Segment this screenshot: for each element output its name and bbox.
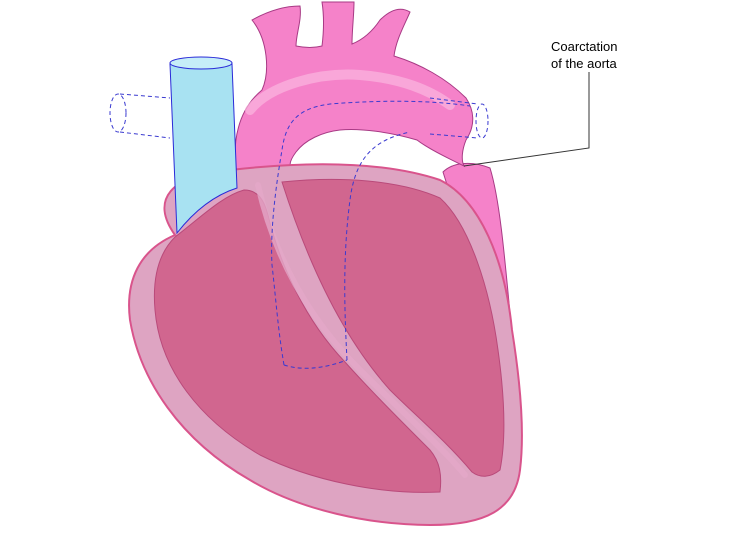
aortic-arch	[234, 1, 474, 176]
coarctation-label-line1: Coarctation	[551, 39, 618, 54]
vena-cava-opening	[169, 56, 233, 70]
pulmonary-artery-outline	[271, 100, 471, 369]
arch-highlight	[245, 69, 455, 115]
leader-line	[463, 72, 590, 167]
pulmonary-left-cap	[109, 93, 127, 133]
left-ventricle-chamber	[281, 178, 505, 477]
coarctation-label-line2: of the aorta	[551, 56, 617, 71]
septum-line	[255, 182, 468, 478]
pulmonary-right-stub	[429, 97, 479, 139]
coarctation-label: Coarctation of the aorta	[551, 38, 617, 72]
pulmonary-left-stub	[119, 93, 171, 139]
pulmonary-right-cap	[475, 103, 489, 139]
